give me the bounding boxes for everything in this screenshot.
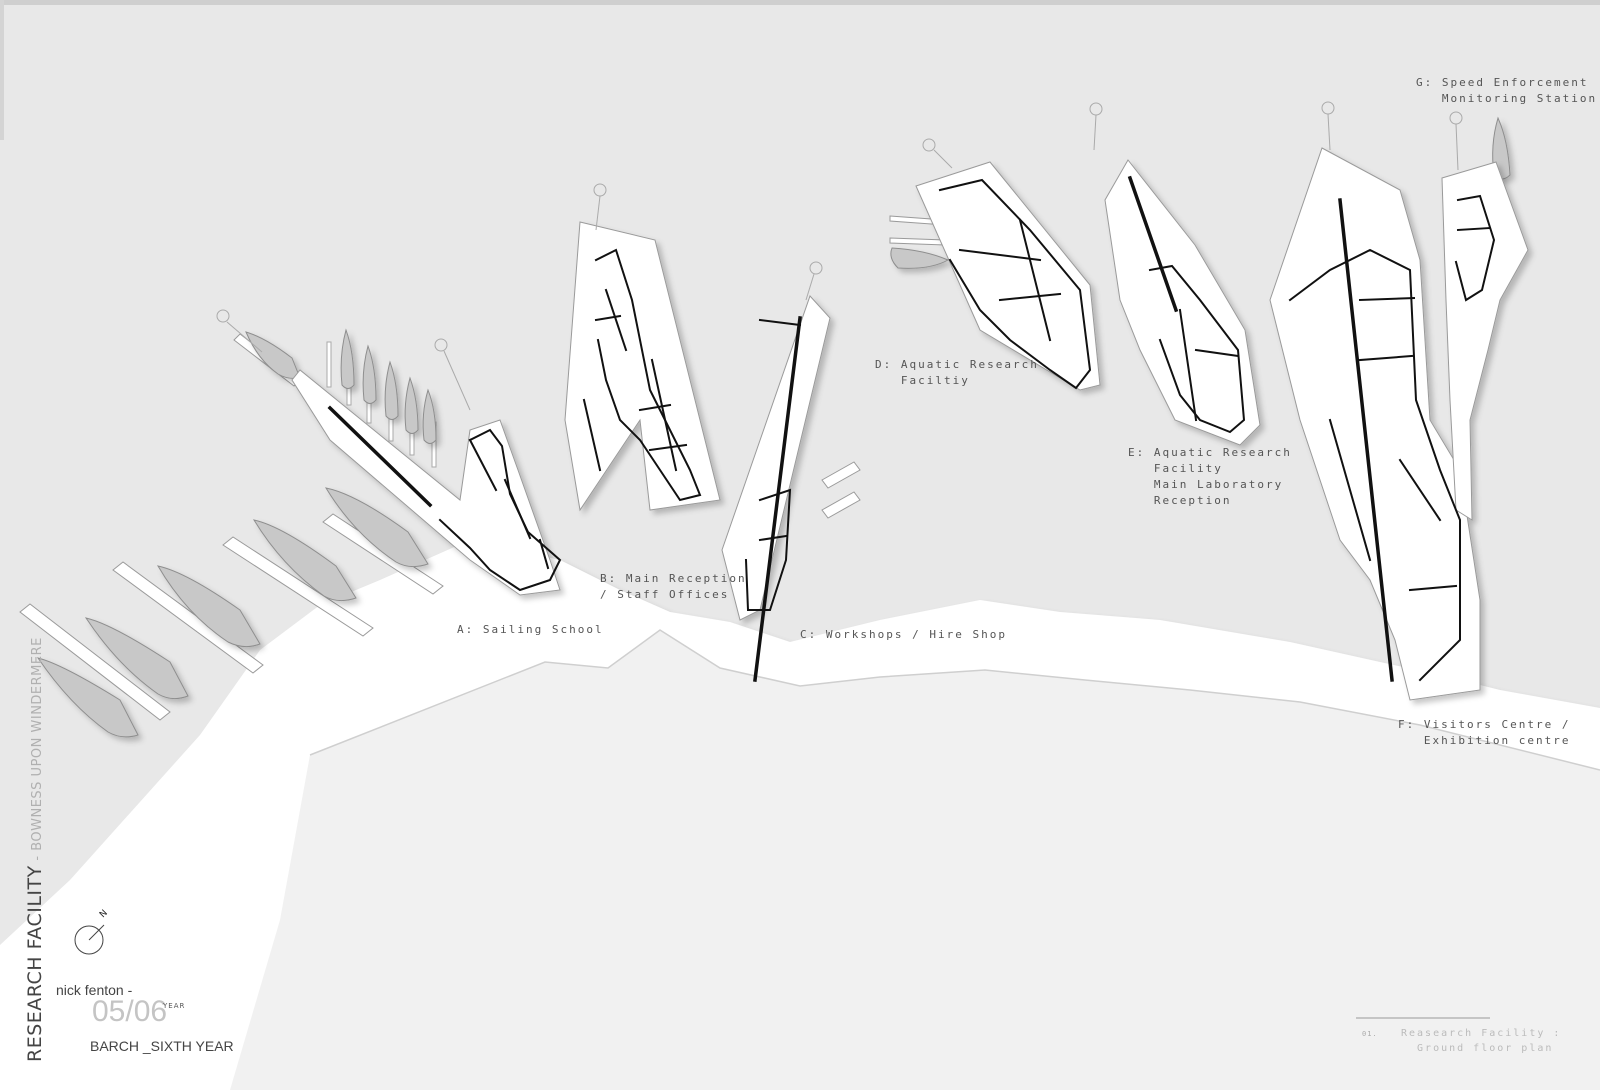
left-border [0, 0, 4, 140]
label-main-reception: B: Main Reception / Staff Offices [600, 572, 747, 601]
label-sailing-school: A: Sailing School [457, 623, 604, 636]
north-compass: N [74, 908, 110, 955]
building-b [564, 221, 721, 512]
building-f [1269, 147, 1481, 701]
project-location: - BOWNESS UPON WINDERMERE [30, 637, 45, 866]
grid-markers [216, 101, 1463, 411]
building-d [915, 161, 1101, 391]
buildings [291, 147, 1529, 701]
building-g [1441, 161, 1529, 521]
north-label: N [98, 908, 110, 920]
year-superscript: YEAR [163, 1002, 186, 1010]
author-name: nick fenton - [56, 982, 133, 998]
project-title: RESEARCH FACILITY [24, 865, 46, 1062]
land-edge [309, 629, 1600, 771]
label-workshops: C: Workshops / Hire Shop [800, 628, 1007, 641]
course-name: BARCH _SIXTH YEAR [90, 1038, 234, 1054]
sheet-title: Reasearch Facility : Ground floor plan [1401, 1028, 1562, 1054]
building-e [1104, 159, 1261, 446]
label-main-laboratory: E: Aquatic Research Facility Main Labora… [1128, 446, 1292, 507]
interior-walls [327, 175, 1496, 682]
land-area [0, 630, 1600, 1090]
label-speed-enforcement: G: Speed Enforcement Monitoring Station [1416, 76, 1598, 105]
vertical-project-title: RESEARCH FACILITY - BOWNESS UPON WINDERM… [24, 637, 46, 1062]
boats [36, 116, 1511, 738]
building-a [291, 369, 561, 596]
building-c [721, 295, 831, 621]
label-aquatic-research: D: Aquatic Research Faciltiy [875, 358, 1039, 387]
top-border [0, 0, 1600, 5]
academic-year: 05/06 [92, 995, 168, 1028]
label-visitors-centre: F: Visitors Centre / Exhibition centre [1398, 718, 1571, 747]
sheet-number: 01. [1362, 1030, 1378, 1038]
